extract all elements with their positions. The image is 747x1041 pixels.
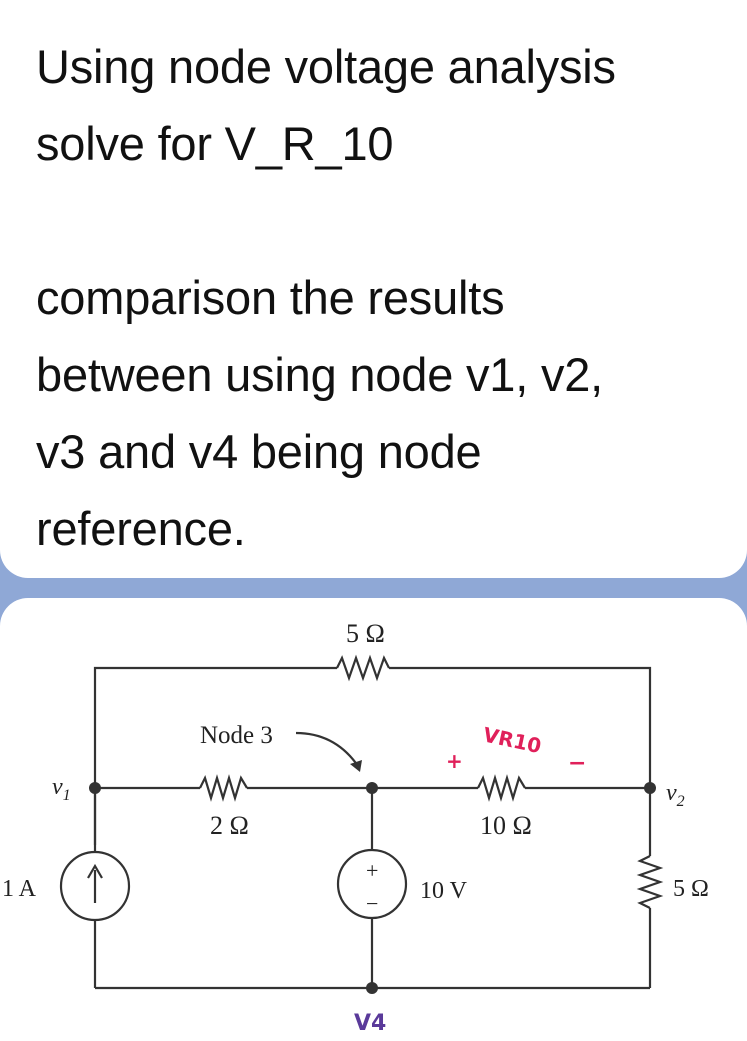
label-voltage-source: 10 V	[420, 878, 468, 904]
annotation-v4: V4	[354, 1011, 386, 1036]
resistor-right	[636, 855, 664, 909]
circuit-diagram: 5 Ω Node 3 2 Ω 10 Ω 5 Ω 1 A 10 V + − v1 …	[2, 619, 709, 1036]
node-3	[366, 782, 378, 794]
circuit-image-card: 5 Ω Node 3 2 Ω 10 Ω 5 Ω 1 A 10 V + − v1 …	[0, 598, 747, 1041]
question-line-6: reference.	[36, 502, 246, 555]
resistor-2ohm	[199, 774, 248, 802]
resistor-10ohm	[477, 774, 526, 802]
question-card: Using node voltage analysis solve for V_…	[0, 0, 747, 578]
question-line-4: between using node v1, v2,	[36, 348, 604, 401]
node-v2	[644, 782, 656, 794]
question-text: Using node voltage analysis solve for V_…	[36, 28, 736, 567]
vs-plus-sign: +	[366, 858, 378, 883]
annotation-plus: +	[446, 749, 463, 773]
current-arrow-head	[87, 863, 103, 879]
label-node3: Node 3	[200, 722, 273, 749]
annotation-vr10: VR10	[481, 722, 543, 758]
label-v1: v1	[52, 774, 71, 804]
annotation-minus: −	[568, 751, 586, 776]
label-current-source: 1 A	[2, 876, 37, 902]
resistor-top	[336, 654, 390, 682]
node3-arrow-head	[350, 760, 362, 772]
question-line-2: solve for V_R_10	[36, 117, 394, 170]
question-line-1: Using node voltage analysis	[36, 40, 616, 93]
blank-line	[36, 182, 736, 259]
label-r-right: 5 Ω	[673, 876, 709, 902]
node3-arrow	[295, 731, 359, 767]
label-v2: v2	[666, 780, 685, 810]
vs-minus-sign: −	[366, 891, 378, 916]
wires	[59, 654, 664, 990]
node-4	[366, 982, 378, 994]
wire-top-right	[389, 666, 652, 788]
node-v1	[89, 782, 101, 794]
label-r-mid: 10 Ω	[480, 811, 532, 840]
label-r-left: 2 Ω	[210, 811, 249, 840]
label-r-top: 5 Ω	[346, 619, 385, 648]
question-line-5: v3 and v4 being node	[36, 425, 482, 478]
question-line-3: comparison the results	[36, 271, 505, 324]
